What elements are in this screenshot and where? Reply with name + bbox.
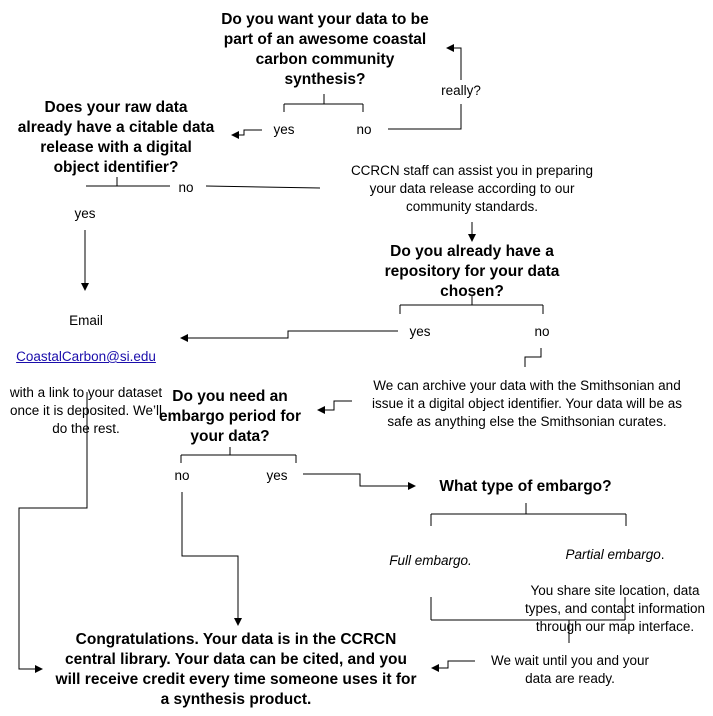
congratulations-text: Congratulations. Your data is in the CCR… [55,631,417,708]
partial-embargo-title: Partial embargo [565,547,661,562]
q2-yes-label: yes [74,206,96,221]
q3-yes-label: yes [409,324,431,339]
wait-text: We wait until you and your data are read… [490,653,650,686]
q1-no-label: no [356,122,372,137]
question-embargo-type: What type of embargo? [439,478,612,495]
question-repository: Do you already have a repository for you… [384,243,560,300]
email-instructions: Email CoastalCarbon@si.edu with a link t… [0,294,172,438]
email-link[interactable]: CoastalCarbon@si.edu [16,349,156,364]
partial-embargo-period: . [660,547,665,562]
q3-no-label: no [534,324,550,339]
partial-embargo-desc: You share site location, data types, and… [524,583,706,634]
q4-yes-label: yes [266,468,288,483]
staff-assist-text: CCRCN staff can assist you in preparing … [350,163,594,214]
really-label: really? [441,83,481,98]
q4-no-label: no [174,468,190,483]
question-embargo: Do you need an embargo period for your d… [158,388,302,445]
email-label: Email [69,313,103,328]
q2-no-label: no [178,180,194,195]
q1-yes-label: yes [273,122,295,137]
partial-embargo-text: Partial embargo. You share site location… [520,528,710,636]
archive-text: We can archive your data with the Smiths… [372,378,682,429]
question-citable-release: Does your raw data already have a citabl… [17,99,215,176]
question-join-synthesis: Do you want your data to be part of an a… [221,11,429,88]
email-rest-text: with a link to your dataset once it is d… [9,385,163,436]
full-embargo-label: Full embargo. [389,553,472,568]
